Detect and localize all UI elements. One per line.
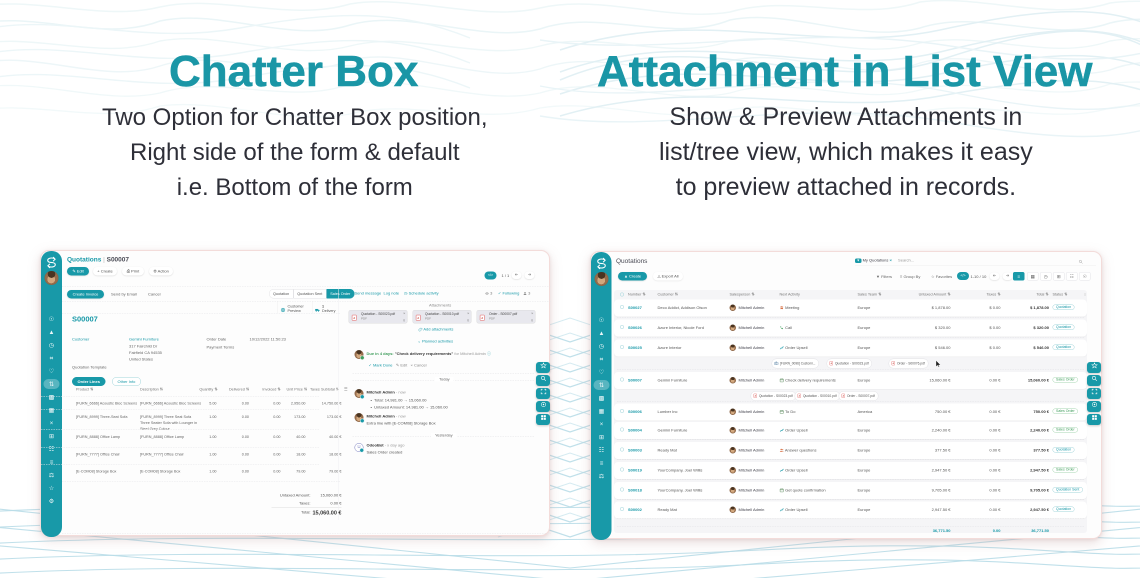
svg-text:A: A xyxy=(799,394,801,397)
svg-text:A: A xyxy=(843,394,845,397)
svg-text:A: A xyxy=(481,317,483,320)
svg-text:A: A xyxy=(755,394,757,397)
svg-text:A: A xyxy=(831,362,833,365)
svg-text:A: A xyxy=(417,317,419,320)
svg-text:A: A xyxy=(353,317,355,320)
svg-text:A: A xyxy=(893,362,895,365)
